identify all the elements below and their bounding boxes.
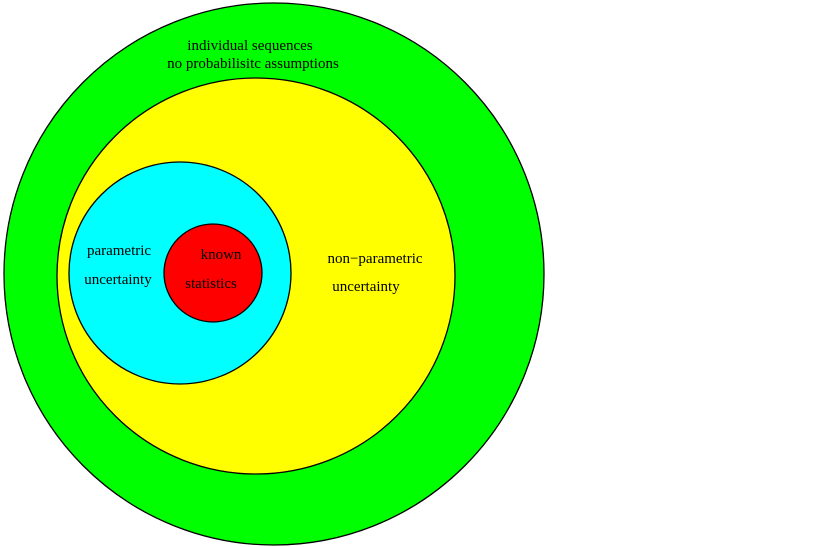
- non-parametric-label: non−parametric: [327, 251, 422, 267]
- no-probabilistic-assumptions-label: no probabilisitc assumptions: [167, 56, 339, 72]
- individual-sequences-label: individual sequences: [187, 38, 313, 54]
- parametric-uncertainty-label: uncertainty: [84, 272, 152, 288]
- known-statistics-region: [163, 223, 263, 323]
- non-parametric-uncertainty-label: uncertainty: [332, 279, 400, 295]
- known-label: known: [201, 247, 242, 263]
- statistics-label: statistics: [185, 276, 237, 292]
- parametric-label: parametric: [87, 243, 151, 259]
